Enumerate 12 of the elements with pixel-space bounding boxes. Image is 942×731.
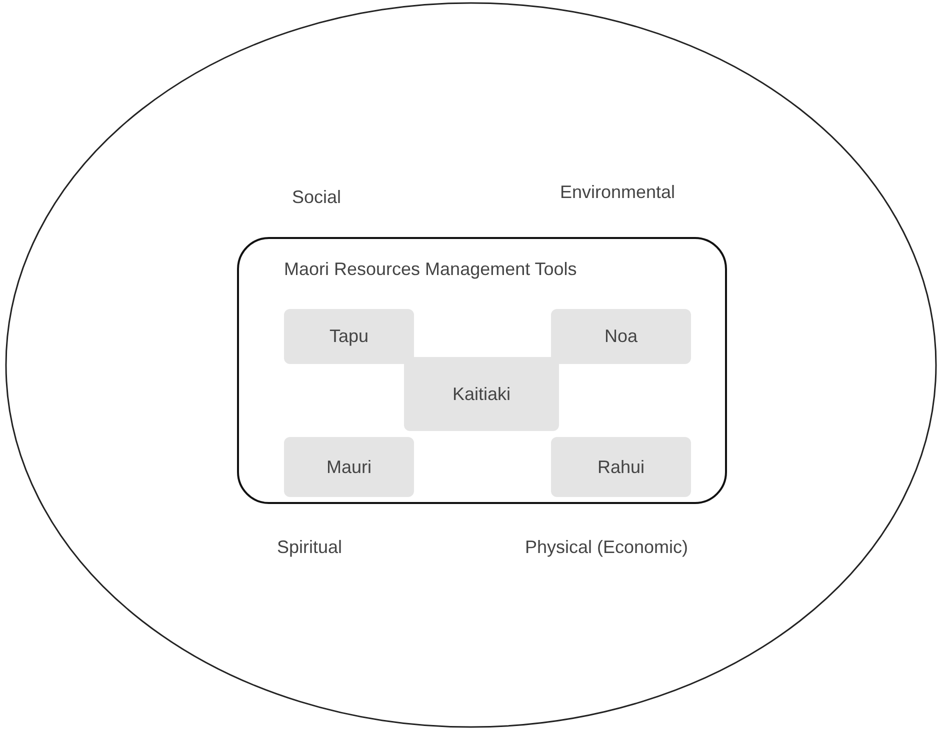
tool-box: Mauri bbox=[284, 437, 414, 497]
domain-label: Social bbox=[292, 187, 342, 208]
domain-label: Environmental bbox=[560, 182, 676, 203]
domain-label: Physical (Economic) bbox=[525, 537, 688, 558]
frame-title: Maori Resources Management Tools bbox=[284, 259, 577, 280]
tool-box: Rahui bbox=[551, 437, 691, 497]
tool-box: Kaitiaki bbox=[404, 357, 559, 431]
tool-box: Tapu bbox=[284, 309, 414, 364]
domain-label: Spiritual bbox=[277, 537, 342, 558]
tool-box: Noa bbox=[551, 309, 691, 364]
outer-ellipse bbox=[5, 2, 937, 728]
rounded-frame bbox=[237, 237, 727, 504]
